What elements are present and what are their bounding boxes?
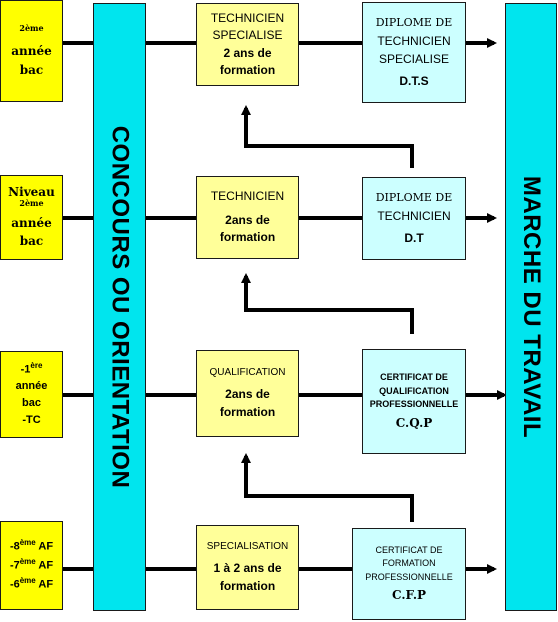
diploma-box-cqp: CERTIFICAT DE QUALIFICATION PROFESSIONNE… — [362, 349, 466, 454]
diploma-title: QUALIFICATION — [379, 385, 449, 396]
formation-box-technicien: TECHNICIEN 2ans de formation — [196, 176, 299, 259]
marche-label: MARCHE DU TRAVAIL — [518, 175, 546, 439]
diploma-title: DIPLOME DE — [375, 16, 453, 30]
diploma-title: CERTIFICAT DE — [380, 372, 448, 383]
progression-arrow-dt-to-ts — [241, 105, 414, 168]
diploma-title: TECHNICIEN — [377, 33, 451, 48]
formation-duration: 2 ans de — [223, 45, 272, 60]
entry-line: bac — [19, 234, 44, 249]
diploma-title: DIPLOME DE — [375, 191, 453, 205]
entry-line: 2ème — [19, 22, 44, 33]
diploma-box-dt: DIPLOME DE TECHNICIEN D.T — [362, 177, 466, 260]
formation-duration: 1 à 2 ans de — [213, 561, 282, 576]
entry-line: Niveau — [8, 184, 55, 199]
diploma-title: SPECIALISE — [378, 51, 450, 66]
marche-travail-bar: MARCHE DU TRAVAIL — [505, 3, 557, 611]
diploma-title: PROFESSIONNELLE — [369, 399, 459, 410]
diploma-abbreviation: D.T — [404, 230, 424, 245]
entry-line: -7ème AF — [9, 557, 54, 572]
formation-duration: formation — [219, 404, 276, 419]
formation-title: SPECIALISE — [212, 28, 283, 43]
formation-box-specialisation: SPECIALISATION 1 à 2 ans de formation — [196, 525, 299, 610]
entry-line: 2ème — [19, 198, 44, 208]
diploma-title: PROFESSIONNELLE — [365, 571, 453, 582]
entry-box-af-levels: -8ème AF -7ème AF -6ème AF — [0, 521, 63, 610]
progression-arrow-cqp-to-t — [241, 273, 414, 334]
diploma-abbreviation: C.Q.P — [395, 415, 433, 430]
entry-line: année — [11, 43, 52, 58]
entry-box-niveau-bac2: Niveau 2ème année bac — [0, 175, 63, 260]
formation-title: TECHNICIEN — [210, 10, 285, 25]
diploma-title: TECHNICIEN — [377, 208, 451, 223]
formation-duration: formation — [219, 62, 276, 77]
diploma-box-cfp: CERTIFICAT DE FORMATION PROFESSIONNELLE … — [352, 528, 466, 620]
entry-line: bac — [19, 63, 44, 78]
entry-line: -TC — [22, 414, 41, 427]
diploma-abbreviation: D.T.S — [399, 73, 429, 88]
entry-line: -1ère — [20, 360, 43, 376]
entry-line: -8ème AF — [9, 538, 54, 554]
diploma-title: FORMATION — [382, 558, 436, 569]
entry-box-bac2: 2ème année bac — [0, 0, 63, 102]
entry-line: année — [15, 380, 48, 393]
diploma-title: CERTIFICAT DE — [375, 544, 443, 555]
entry-line: bac — [22, 397, 41, 410]
formation-duration: formation — [219, 230, 276, 245]
entry-box-1ere-bac: -1ère année bac -TC — [0, 351, 63, 438]
formation-duration: 2ans de — [225, 387, 270, 402]
entry-line: -6ème AF — [9, 575, 54, 591]
diploma-abbreviation: C.F.P — [391, 588, 427, 603]
formation-title: SPECIALISATION — [206, 540, 289, 552]
formation-duration: 2ans de — [225, 212, 270, 227]
formation-title: TECHNICIEN — [210, 189, 285, 204]
formation-box-technicien-specialise: TECHNICIEN SPECIALISE 2 ans de formation — [196, 3, 299, 86]
concours-label: CONCOURS OU ORIENTATION — [106, 125, 134, 489]
concours-orientation-bar: CONCOURS OU ORIENTATION — [93, 3, 146, 611]
formation-box-qualification: QUALIFICATION 2ans de formation — [196, 350, 299, 437]
formation-title: QUALIFICATION — [209, 366, 286, 378]
diploma-box-dts: DIPLOME DE TECHNICIEN SPECIALISE D.T.S — [362, 2, 466, 103]
progression-arrow-cfp-to-q — [241, 453, 414, 522]
entry-line: année — [11, 216, 52, 231]
formation-duration: formation — [219, 578, 276, 593]
